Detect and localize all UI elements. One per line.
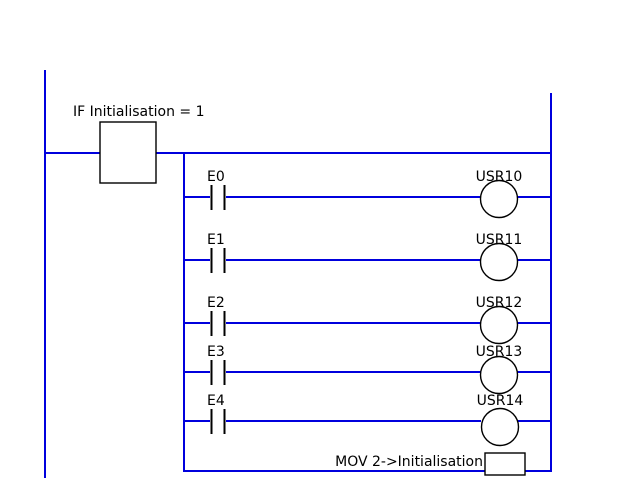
condition-box[interactable] xyxy=(99,121,157,184)
coil-symbol[interactable] xyxy=(479,305,519,345)
contact-symbol[interactable] xyxy=(210,248,226,273)
coil-symbol[interactable] xyxy=(479,242,519,282)
mov-box[interactable] xyxy=(484,452,526,476)
contact-symbol[interactable] xyxy=(210,409,226,434)
coil-symbol[interactable] xyxy=(480,407,520,447)
coil-label: USR13 xyxy=(476,344,523,360)
contact-label: E4 xyxy=(207,393,225,409)
contact-symbol[interactable] xyxy=(210,360,226,385)
rung-row: E4 USR14 xyxy=(184,393,551,447)
coil-symbol[interactable] xyxy=(479,179,519,219)
coil-label: USR11 xyxy=(476,232,523,248)
mov-label: MOV 2->Initialisation xyxy=(335,454,483,470)
contact-symbol[interactable] xyxy=(210,185,226,210)
rung-row: E3 USR13 xyxy=(184,344,551,395)
coil-symbol[interactable] xyxy=(479,355,519,395)
rung-row: E0 USR10 xyxy=(184,169,551,219)
mov-rung: MOV 2->Initialisation xyxy=(184,452,551,476)
rung-row: E1 USR11 xyxy=(184,232,551,282)
contact-label: E2 xyxy=(207,295,225,311)
coil-label: USR10 xyxy=(476,169,523,185)
condition-label: IF Initialisation = 1 xyxy=(73,104,205,120)
contact-symbol[interactable] xyxy=(210,311,226,336)
coil-label: USR12 xyxy=(476,295,523,311)
contact-label: E1 xyxy=(207,232,225,248)
rung-row: E2 USR12 xyxy=(184,295,551,345)
contact-label: E3 xyxy=(207,344,225,360)
condition-rung: IF Initialisation = 1 xyxy=(45,104,551,184)
coil-label: USR14 xyxy=(477,393,524,409)
contact-label: E0 xyxy=(207,169,225,185)
